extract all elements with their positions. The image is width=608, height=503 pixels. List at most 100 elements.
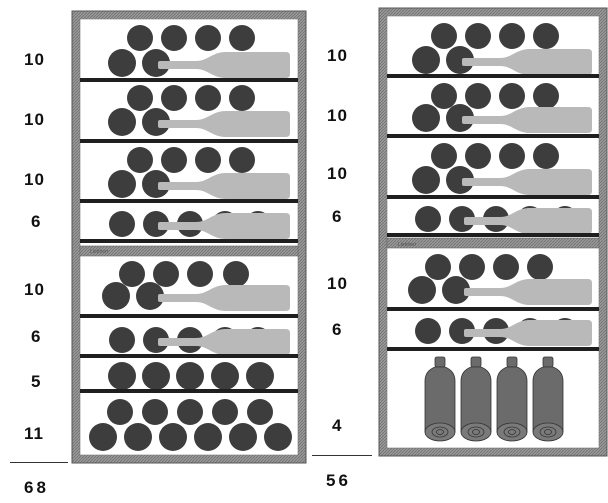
right-total-rule <box>312 455 372 456</box>
bottle-end <box>136 282 164 310</box>
left-shelf-count-4: 6 <box>31 212 42 231</box>
shelf-line <box>387 233 599 237</box>
bottle-cap <box>470 356 482 368</box>
bottle-end <box>195 85 221 111</box>
left-shelf-count-7: 5 <box>31 372 42 391</box>
standing-bottle-punt-inner <box>508 429 516 435</box>
bottle-end <box>499 23 525 49</box>
shelf-line <box>387 74 599 78</box>
bottle-end <box>142 362 170 390</box>
right-shelf-count-3: 10 <box>327 164 348 183</box>
shelf-line <box>80 389 298 393</box>
right-total: 56 <box>326 471 351 490</box>
bottle-end <box>446 104 474 132</box>
bottle-cap <box>542 356 554 368</box>
bottle-end <box>533 83 559 109</box>
bottle-end <box>465 83 491 109</box>
standing-bottle-base <box>532 422 564 442</box>
bottle-end <box>415 318 441 344</box>
left-total: 68 <box>24 478 49 497</box>
divider-plate <box>386 237 600 249</box>
bottle-end <box>431 143 457 169</box>
bottle-end <box>127 147 153 173</box>
right-divider-brand: Liebherr <box>398 242 417 248</box>
bottle-body <box>500 279 592 305</box>
shelf-line <box>80 199 298 203</box>
bottle-end <box>533 143 559 169</box>
left-shelf-count-6: 6 <box>31 327 42 346</box>
standing-bottle-body <box>532 366 564 433</box>
bottle-neck <box>464 329 506 337</box>
left-shelf-count-1: 10 <box>24 50 45 69</box>
bottle-end <box>425 254 451 280</box>
bottle-end <box>446 166 474 194</box>
bottle-end <box>127 85 153 111</box>
bottle-body <box>500 320 592 346</box>
bottle-end <box>415 206 441 232</box>
standing-bottle-body <box>460 366 492 433</box>
bottle-body <box>196 285 290 311</box>
bottle-end <box>161 147 187 173</box>
bottle-end <box>142 108 170 136</box>
bottle-neck <box>462 116 506 124</box>
shelf-line <box>387 347 599 351</box>
standing-bottle-punt-inner <box>436 429 444 435</box>
bottle-end <box>499 143 525 169</box>
bottle-end <box>229 423 257 451</box>
bottle-neck <box>462 178 506 186</box>
bottle-end <box>127 25 153 51</box>
bottle-end <box>102 282 130 310</box>
bottle-end <box>142 399 168 425</box>
bottle-end <box>109 211 135 237</box>
bottle-neck <box>158 222 202 230</box>
bottle-neck <box>158 120 202 128</box>
left-total-rule <box>10 462 68 463</box>
right-shelf-count-7: 4 <box>332 416 343 435</box>
bottle-end <box>527 254 553 280</box>
bottle-end <box>177 399 203 425</box>
standing-bottle-base <box>496 422 528 442</box>
left-cabinet <box>71 10 307 464</box>
bottle-body <box>196 52 290 78</box>
bottle-body <box>196 329 290 355</box>
bottle-end <box>442 276 470 304</box>
standing-bottle-body <box>424 366 456 433</box>
bottle-end <box>212 399 238 425</box>
bottle-end <box>449 318 475 344</box>
bottle-end <box>124 423 152 451</box>
shelf-line <box>80 139 298 143</box>
shelf-line <box>387 195 599 199</box>
left-shelf-count-3: 10 <box>24 170 45 189</box>
standing-bottle-punt <box>467 426 485 438</box>
bottle-body <box>196 173 290 199</box>
standing-bottle-punt-inner <box>544 429 552 435</box>
standing-bottle-base <box>424 422 456 442</box>
bottle-end <box>229 147 255 173</box>
bottle-body <box>500 169 592 195</box>
bottle-body <box>196 213 290 239</box>
standing-bottle-punt-inner <box>472 429 480 435</box>
right-shelf-count-6: 6 <box>332 320 343 339</box>
bottle-end <box>247 399 273 425</box>
bottle-end <box>161 25 187 51</box>
bottle-neck <box>464 288 506 296</box>
bottle-end <box>108 49 136 77</box>
bottle-end <box>229 85 255 111</box>
right-shelf-count-4: 6 <box>332 207 343 226</box>
shelf-line <box>80 78 298 82</box>
bottle-end <box>153 261 179 287</box>
bottle-end <box>449 206 475 232</box>
bottle-neck <box>158 294 202 302</box>
divider-plate <box>79 245 299 257</box>
bottle-end <box>108 170 136 198</box>
bottle-end <box>89 423 117 451</box>
bottle-body <box>500 107 592 133</box>
left-shelf-count-2: 10 <box>24 110 45 129</box>
bottle-body <box>196 111 290 137</box>
bottle-body <box>500 208 592 234</box>
bottle-end <box>465 23 491 49</box>
right-shelf-count-2: 10 <box>327 106 348 125</box>
bottle-end <box>109 327 135 353</box>
standing-bottle-base <box>460 422 492 442</box>
bottle-end <box>493 254 519 280</box>
